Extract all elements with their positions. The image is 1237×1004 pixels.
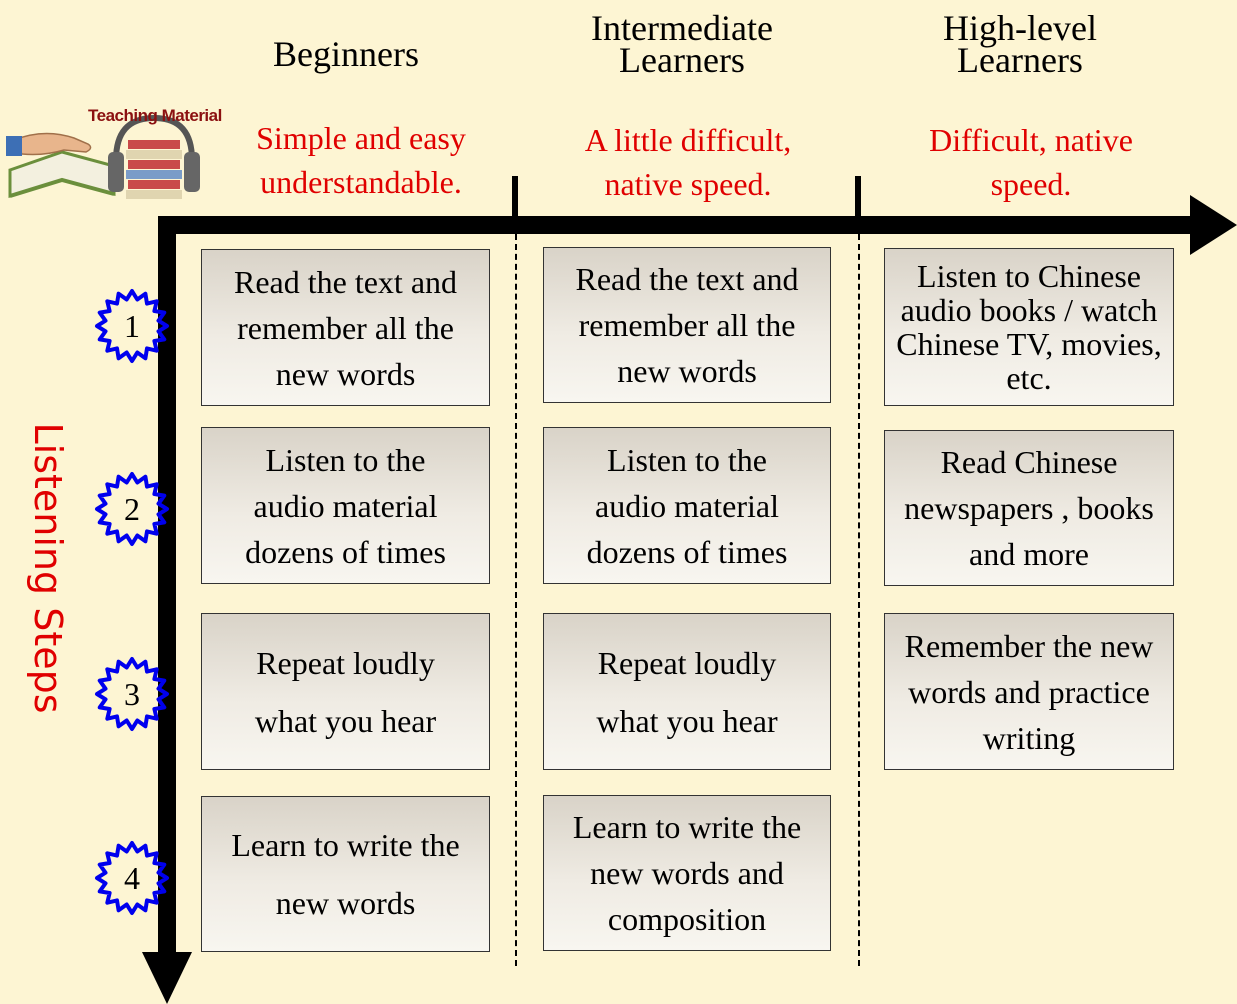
high-level-step-1-box: Listen to Chinese audio books / watch Ch… [884,248,1174,406]
vertical-axis-arrowhead [142,952,192,1004]
box-text: Remember the new words and practice writ… [904,627,1154,756]
column-separator-dashed-line [515,234,517,966]
high-level-step-3-box: Remember the new words and practice writ… [884,613,1174,770]
box-text: Repeat loudly what you hear [254,644,437,739]
beginners-step-2-box: Listen to the audio material dozens of t… [201,427,490,584]
beginners-step-1-box: Read the text and remember all the new w… [201,249,490,406]
y-axis-label: Listening Steps [26,422,70,714]
step-number: 3 [124,675,140,712]
starburst-icon [95,472,169,546]
high-level-step-2-box: Read Chinese newspapers , books and more [884,430,1174,586]
teaching-material-books-headphones-icon [6,114,200,199]
box-text: Read the text and remember all the new w… [233,263,458,392]
starburst-icon [95,841,169,915]
column-description-high-level: Difficult, native speed. [929,122,1133,202]
logo-label: Teaching Material [88,106,222,125]
box-text: Listen to Chinese audio books / watch Ch… [896,258,1162,396]
column-separator-tick [512,176,518,216]
horizontal-axis [160,216,1200,234]
horizontal-axis-arrowhead [1190,195,1237,255]
intermediate-step-3-box: Repeat loudly what you hear [543,613,831,770]
box-text: Read the text and remember all the new w… [575,261,799,389]
intermediate-step-1-box: Read the text and remember all the new w… [543,247,831,403]
column-description-beginners: Simple and easy understandable. [256,120,466,200]
column-title-beginners: Beginners [273,34,419,74]
box-text: Listen to the audio material dozens of t… [245,441,446,570]
teaching-material-logo: Teaching Material [4,100,224,210]
step-badge: 4 [94,840,170,916]
step-badge: 3 [94,656,170,732]
box-text: Listen to the audio material dozens of t… [586,441,788,570]
box-text: Repeat loudly what you hear [596,644,778,739]
beginners-step-4-box: Learn to write the new words [201,796,490,952]
intermediate-step-4-box: Learn to write the new words and composi… [543,795,831,951]
box-text: Learn to write the new words [231,827,460,921]
starburst-icon [95,289,169,363]
step-number: 1 [124,307,140,344]
column-title-intermediate: Intermediate Learners [591,8,773,80]
column-title-high-level: High-level Learners [943,8,1097,80]
starburst-icon [95,657,169,731]
column-description-intermediate: A little difficult, native speed. [584,122,792,202]
step-number: 2 [124,490,140,527]
step-number: 4 [124,859,140,896]
column-separator-dashed-line [858,234,860,966]
box-text: Learn to write the new words and composi… [572,809,802,937]
intermediate-step-2-box: Listen to the audio material dozens of t… [543,427,831,584]
column-separator-tick [855,176,861,216]
vertical-axis [158,216,176,956]
box-text: Read Chinese newspapers , books and more [904,444,1154,572]
step-badge: 2 [94,471,170,547]
step-badge: 1 [94,288,170,364]
beginners-step-3-box: Repeat loudly what you hear [201,613,490,770]
